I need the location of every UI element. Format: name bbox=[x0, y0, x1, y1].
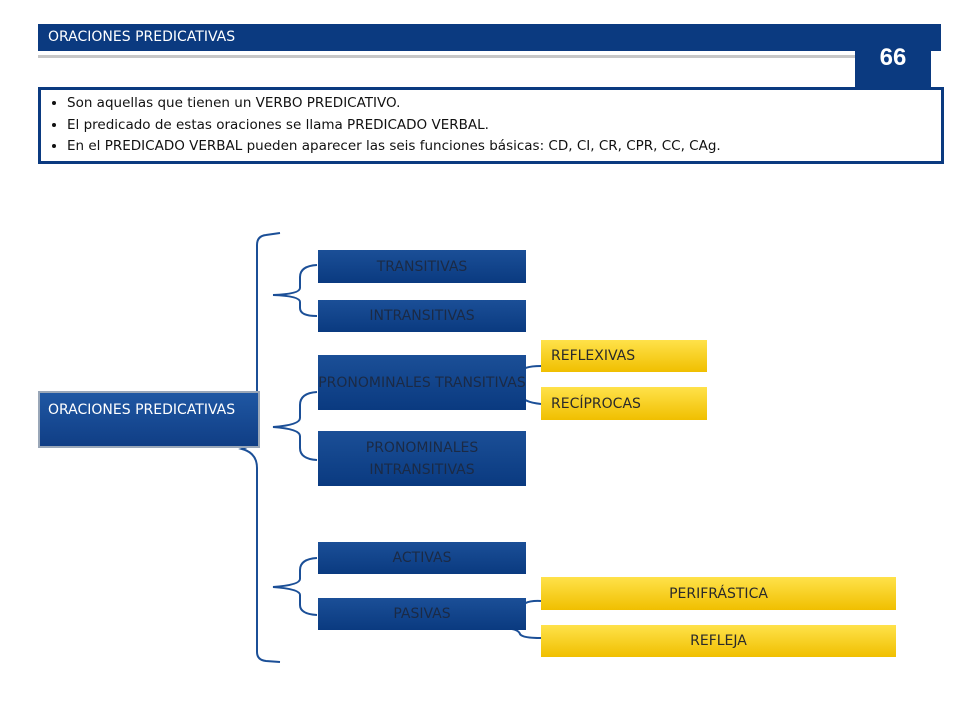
node-pronominales-transitivas-label: PRONOMINALES TRANSITIVAS bbox=[318, 374, 526, 391]
node-pronominales-intransitivas: PRONOMINALES INTRANSITIVAS bbox=[318, 431, 526, 486]
node-perifrastica: PERIFRÁSTICA bbox=[541, 577, 896, 610]
definition-list: Son aquellas que tienen un VERBO PREDICA… bbox=[41, 93, 941, 158]
node-reflexivas-label: REFLEXIVAS bbox=[551, 348, 636, 364]
node-pasivas: PASIVAS bbox=[318, 598, 526, 630]
definition-item: Son aquellas que tienen un VERBO PREDICA… bbox=[67, 93, 941, 115]
brace-pronominal bbox=[272, 391, 318, 461]
definition-box: Son aquellas que tienen un VERBO PREDICA… bbox=[38, 87, 944, 164]
node-reciprocas: RECÍPROCAS bbox=[541, 387, 707, 420]
brace-voice bbox=[272, 557, 318, 616]
brace-transitivity bbox=[272, 264, 318, 317]
node-refleja-label: REFLEJA bbox=[690, 633, 747, 649]
node-refleja: REFLEJA bbox=[541, 625, 896, 657]
node-transitivas: TRANSITIVAS bbox=[318, 250, 526, 283]
node-pasivas-label: PASIVAS bbox=[393, 606, 451, 622]
root-node: ORACIONES PREDICATIVAS bbox=[38, 391, 260, 448]
header-divider bbox=[38, 55, 855, 58]
root-label: ORACIONES PREDICATIVAS bbox=[48, 402, 236, 418]
node-intransitivas-label: INTRANSITIVAS bbox=[369, 308, 475, 324]
node-reflexivas: REFLEXIVAS bbox=[541, 340, 707, 372]
node-reciprocas-label: RECÍPROCAS bbox=[551, 395, 641, 412]
node-activas: ACTIVAS bbox=[318, 542, 526, 574]
section-title: ORACIONES PREDICATIVAS bbox=[48, 29, 236, 45]
main-brace bbox=[238, 232, 281, 663]
node-pronominales-transitivas: PRONOMINALES TRANSITIVAS bbox=[318, 355, 526, 410]
node-pronominales-intransitivas-label: PRONOMINALES INTRANSITIVAS bbox=[365, 439, 479, 478]
node-intransitivas: INTRANSITIVAS bbox=[318, 300, 526, 332]
node-activas-label: ACTIVAS bbox=[392, 550, 452, 566]
section-title-bar: ORACIONES PREDICATIVAS bbox=[38, 24, 941, 51]
page-number: 66 bbox=[879, 44, 907, 71]
page-number-badge: 66 bbox=[855, 38, 931, 87]
node-transitivas-label: TRANSITIVAS bbox=[376, 258, 468, 275]
node-perifrastica-label: PERIFRÁSTICA bbox=[669, 585, 768, 602]
definition-item: En el PREDICADO VERBAL pueden aparecer l… bbox=[67, 136, 941, 158]
definition-item: El predicado de estas oraciones se llama… bbox=[67, 115, 941, 137]
